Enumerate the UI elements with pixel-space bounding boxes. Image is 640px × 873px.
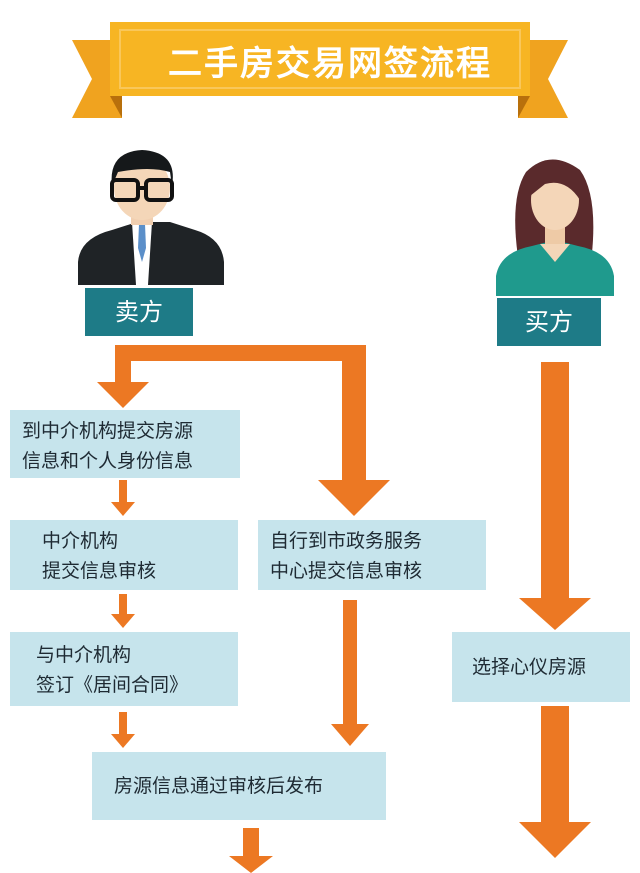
banner-inner — [119, 29, 521, 89]
arrow-step3-head — [111, 734, 135, 748]
arrow-buyer-1-stem — [541, 362, 569, 598]
banner-right-tail — [518, 40, 568, 118]
step-sign-contract-line-1: 与中介机构 — [36, 644, 132, 666]
step-agency-review-line-1: 中介机构 — [42, 530, 119, 552]
buyer-neckline — [540, 244, 570, 262]
step-self-submit: 自行到市政务服务 中心提交信息审核 — [258, 520, 486, 590]
page-title: 二手房交易网签流程 — [168, 44, 492, 84]
seller-suit — [78, 222, 224, 285]
step-choose-house: 选择心仪房源 — [452, 632, 630, 702]
arrow-self-publish-stem — [343, 600, 357, 724]
step-agency-review-line-2: 提交信息审核 — [42, 560, 157, 582]
seller-figure — [78, 150, 224, 285]
step-agency-submit: 到中介机构提交房源 信息和个人身份信息 — [10, 410, 240, 478]
step-publish: 房源信息通过审核后发布 — [92, 752, 386, 820]
arrow-step1-head — [111, 502, 135, 516]
banner-left-fold — [110, 96, 122, 118]
title-banner — [72, 22, 568, 118]
arrow-buyer-2-head — [519, 822, 591, 858]
buyer-figure — [496, 159, 614, 296]
arrow-buyer-1-head — [519, 598, 591, 630]
step-choose-house-line-1: 选择心仪房源 — [472, 656, 587, 678]
arrow-to-self-stem — [342, 345, 366, 480]
arrow-self-publish-head — [331, 724, 369, 746]
arrows — [97, 345, 591, 873]
step-agency-review: 中介机构 提交信息审核 — [10, 520, 238, 590]
step-self-submit-line-2: 中心提交信息审核 — [270, 560, 423, 582]
arrow-to-agency-head — [97, 382, 149, 408]
banner-left-tail — [72, 40, 122, 118]
step-agency-submit-line-2: 信息和个人身份信息 — [22, 450, 194, 472]
arrow-step1-stem — [119, 480, 127, 502]
glasses-icon — [110, 178, 174, 202]
buyer-top — [496, 240, 614, 296]
split-bar — [115, 345, 365, 361]
buyer-fringe — [530, 166, 580, 200]
arrow-to-self-head — [318, 480, 390, 516]
arrow-step3-stem — [119, 712, 127, 734]
arrow-to-agency-stem — [115, 345, 131, 382]
arrow-step2-stem — [119, 594, 127, 614]
step-sign-contract-line-2: 签订《居间合同》 — [36, 674, 189, 696]
arrow-bottom-stem — [243, 828, 259, 856]
buyer-label: 买方 — [497, 298, 601, 346]
banner-right-fold — [518, 96, 530, 118]
arrow-buyer-2-stem — [541, 706, 569, 822]
seller-hair — [111, 150, 173, 186]
arrow-bottom-head — [229, 856, 273, 873]
banner-main — [110, 22, 530, 96]
step-agency-submit-line-1: 到中介机构提交房源 — [22, 420, 194, 442]
seller-tie — [138, 224, 146, 262]
step-self-submit-line-1: 自行到市政务服务 — [270, 530, 423, 552]
step-sign-contract: 与中介机构 签订《居间合同》 — [10, 632, 238, 706]
seller-label: 卖方 — [85, 288, 193, 336]
arrow-step2-head — [111, 614, 135, 628]
step-publish-line-1: 房源信息通过审核后发布 — [114, 775, 324, 797]
